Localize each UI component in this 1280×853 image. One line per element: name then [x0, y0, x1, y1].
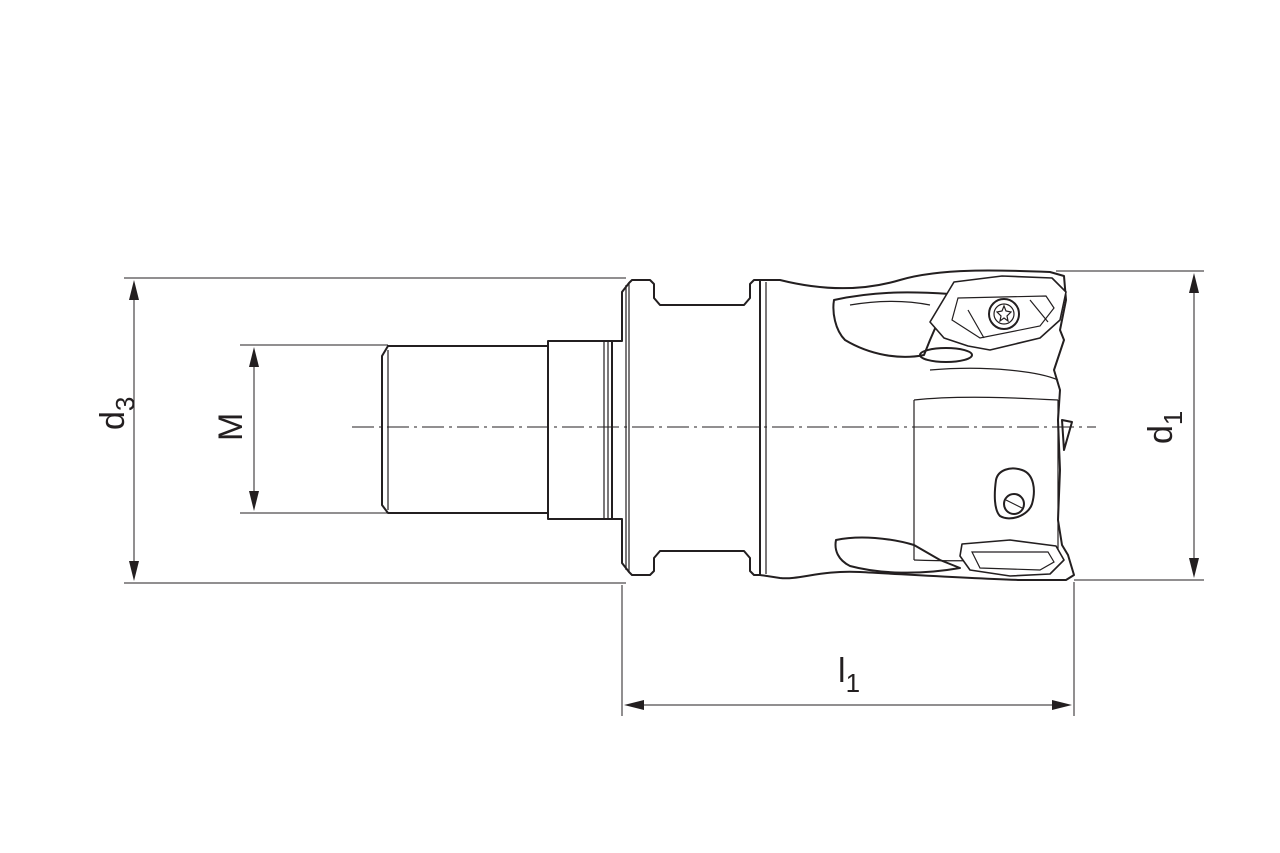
l1-label: l1: [838, 652, 860, 698]
dimension-d1: [1189, 273, 1199, 578]
insert-screw-upper: [988, 298, 1020, 330]
flange: [611, 279, 761, 576]
m-label: M: [212, 413, 250, 441]
dimension-m: [249, 347, 259, 511]
threaded-shank: [381, 340, 613, 520]
d3-label: d3: [94, 397, 140, 430]
upper-insert-pocket: [832, 275, 1067, 363]
dimension-l1: [624, 700, 1072, 710]
dimension-d3: [129, 280, 139, 581]
side-screw: [993, 467, 1035, 520]
extension-lines: [124, 270, 1204, 716]
cutter-body: [759, 269, 1075, 581]
side-wedge: [1061, 419, 1073, 451]
lower-insert-pocket: [834, 536, 1065, 577]
d1-label: d1: [1142, 411, 1188, 444]
